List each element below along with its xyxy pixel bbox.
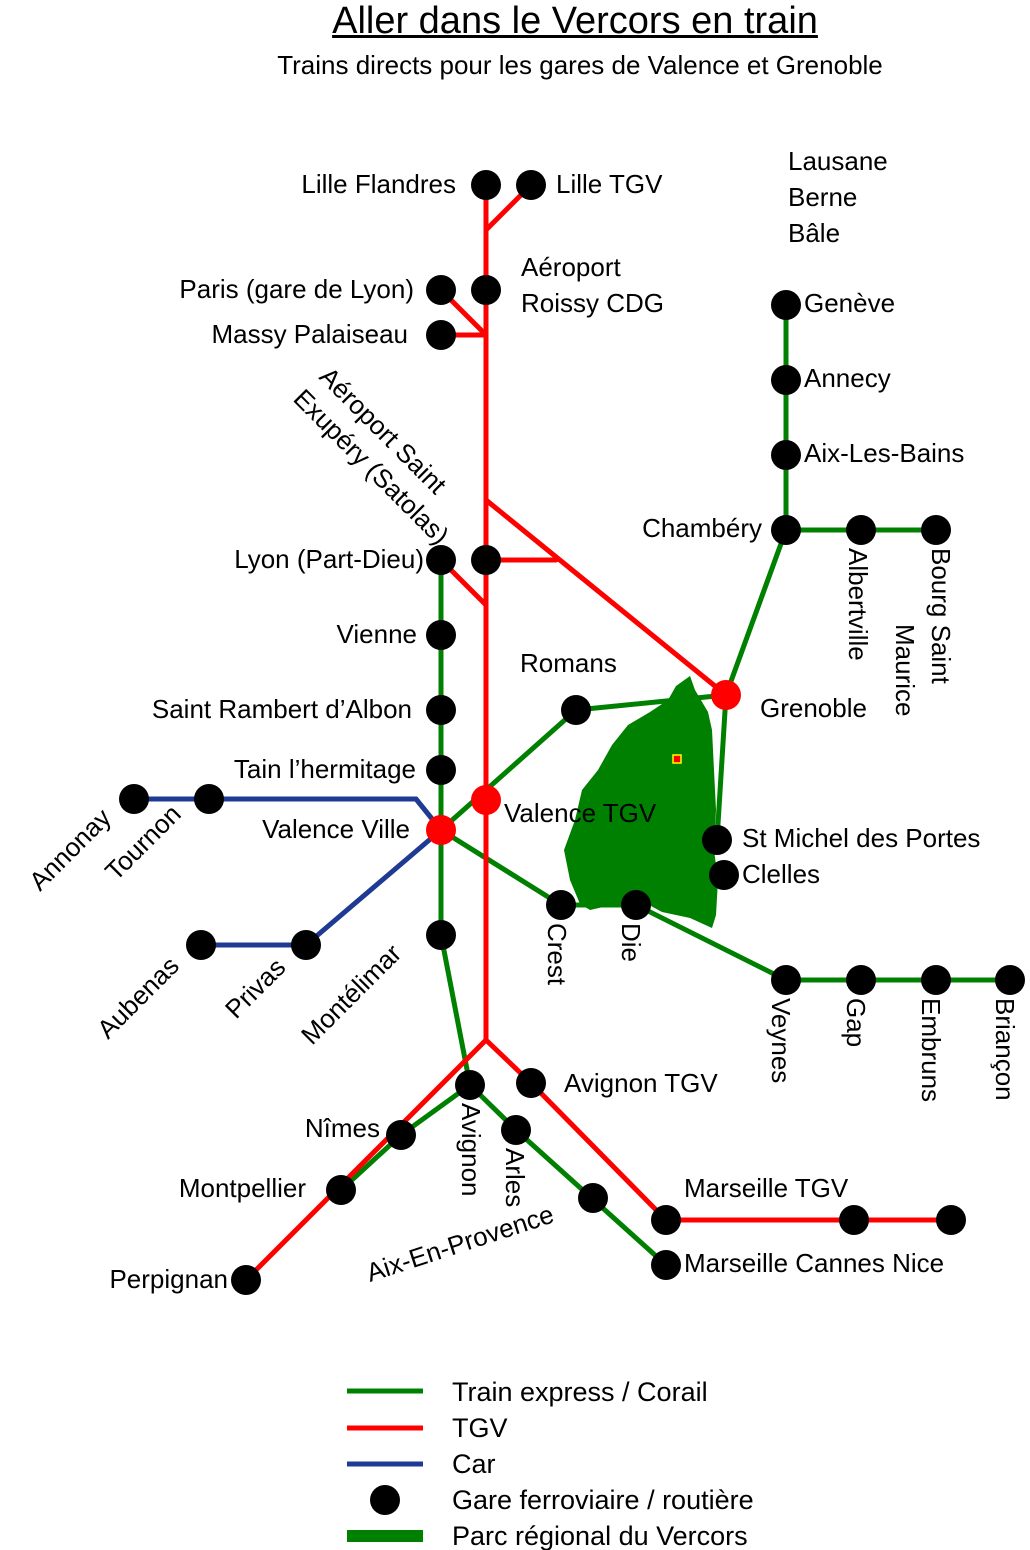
page-title: Aller dans le Vercors en train (332, 0, 818, 42)
legend-express-label: Train express / Corail (452, 1377, 708, 1407)
label-valence-tgv: Valence TGV (504, 798, 657, 828)
label-chambery: Chambéry (642, 513, 762, 543)
legend-park-swatch (347, 1530, 423, 1542)
label-st-rambert: Saint Rambert d’Albon (152, 694, 412, 724)
label-lyon: Lyon (Part-Dieu) (234, 544, 424, 574)
label-annecy: Annecy (804, 363, 891, 393)
label-aix-provence: Aix-En-Provence (363, 1199, 558, 1288)
legend: Train express / Corail TGV Car Gare ferr… (347, 1377, 754, 1550)
car-lines (131, 796, 444, 948)
label-tournon: Tournon (99, 799, 187, 887)
label-st-michel: St Michel des Portes (742, 823, 980, 853)
label-albertville: Albertville (843, 548, 873, 661)
label-lausane: Lausane (788, 146, 888, 176)
hub-stations (426, 680, 741, 845)
label-tain: Tain l’hermitage (234, 754, 416, 784)
label-annonay: Annonay (23, 802, 117, 896)
label-gap: Gap (841, 998, 871, 1047)
label-briancon: Briançon (990, 998, 1020, 1101)
label-massy: Massy Palaiseau (211, 319, 408, 349)
park-marker-icon (672, 754, 682, 764)
label-nimes: Nîmes (305, 1113, 380, 1143)
label-perpignan: Perpignan (109, 1264, 228, 1294)
label-veynes: Veynes (766, 998, 796, 1083)
label-grenoble: Grenoble (760, 693, 867, 723)
label-roissy-cdg: Roissy CDG (521, 288, 664, 318)
label-valence-ville: Valence Ville (262, 814, 410, 844)
label-aeroport-cdg: Aéroport (521, 252, 621, 282)
legend-tgv-label: TGV (452, 1413, 508, 1443)
label-marseille-tgv: Marseille TGV (684, 1173, 849, 1203)
legend-station-icon (370, 1485, 400, 1515)
label-aubenas: Aubenas (91, 950, 185, 1044)
legend-station-label: Gare ferroviaire / routière (452, 1485, 754, 1515)
label-maurice: Maurice (890, 624, 920, 716)
label-vienne: Vienne (337, 619, 418, 649)
label-montpellier: Montpellier (179, 1173, 307, 1203)
label-bourg-saint: Bourg Saint (926, 548, 956, 685)
label-bale: Bâle (788, 218, 840, 248)
label-geneve: Genève (804, 288, 895, 318)
page-subtitle: Trains directs pour les gares de Valence… (277, 50, 883, 80)
label-avignon-tgv: Avignon TGV (564, 1068, 718, 1098)
label-embruns: Embruns (916, 998, 946, 1102)
label-berne: Berne (788, 182, 857, 212)
label-aix-bains: Aix-Les-Bains (804, 438, 964, 468)
tgv-lines (243, 182, 954, 1283)
label-paris-lyon: Paris (gare de Lyon) (179, 274, 414, 304)
label-clelles: Clelles (742, 859, 820, 889)
label-crest: Crest (542, 923, 572, 986)
vercors-park-shape (564, 676, 718, 928)
station-dots (119, 170, 1025, 1295)
label-avignon: Avignon (456, 1103, 486, 1197)
label-die: Die (616, 923, 646, 962)
label-arles: Arles (500, 1148, 530, 1207)
label-lille-tgv: Lille TGV (556, 169, 663, 199)
label-privas: Privas (219, 952, 291, 1024)
legend-park-label: Parc régional du Vercors (452, 1521, 748, 1550)
label-marseille-cannes: Marseille Cannes Nice (684, 1248, 944, 1278)
label-romans: Romans (520, 648, 617, 678)
label-lille-flandres: Lille Flandres (301, 169, 456, 199)
legend-car-label: Car (452, 1449, 496, 1479)
